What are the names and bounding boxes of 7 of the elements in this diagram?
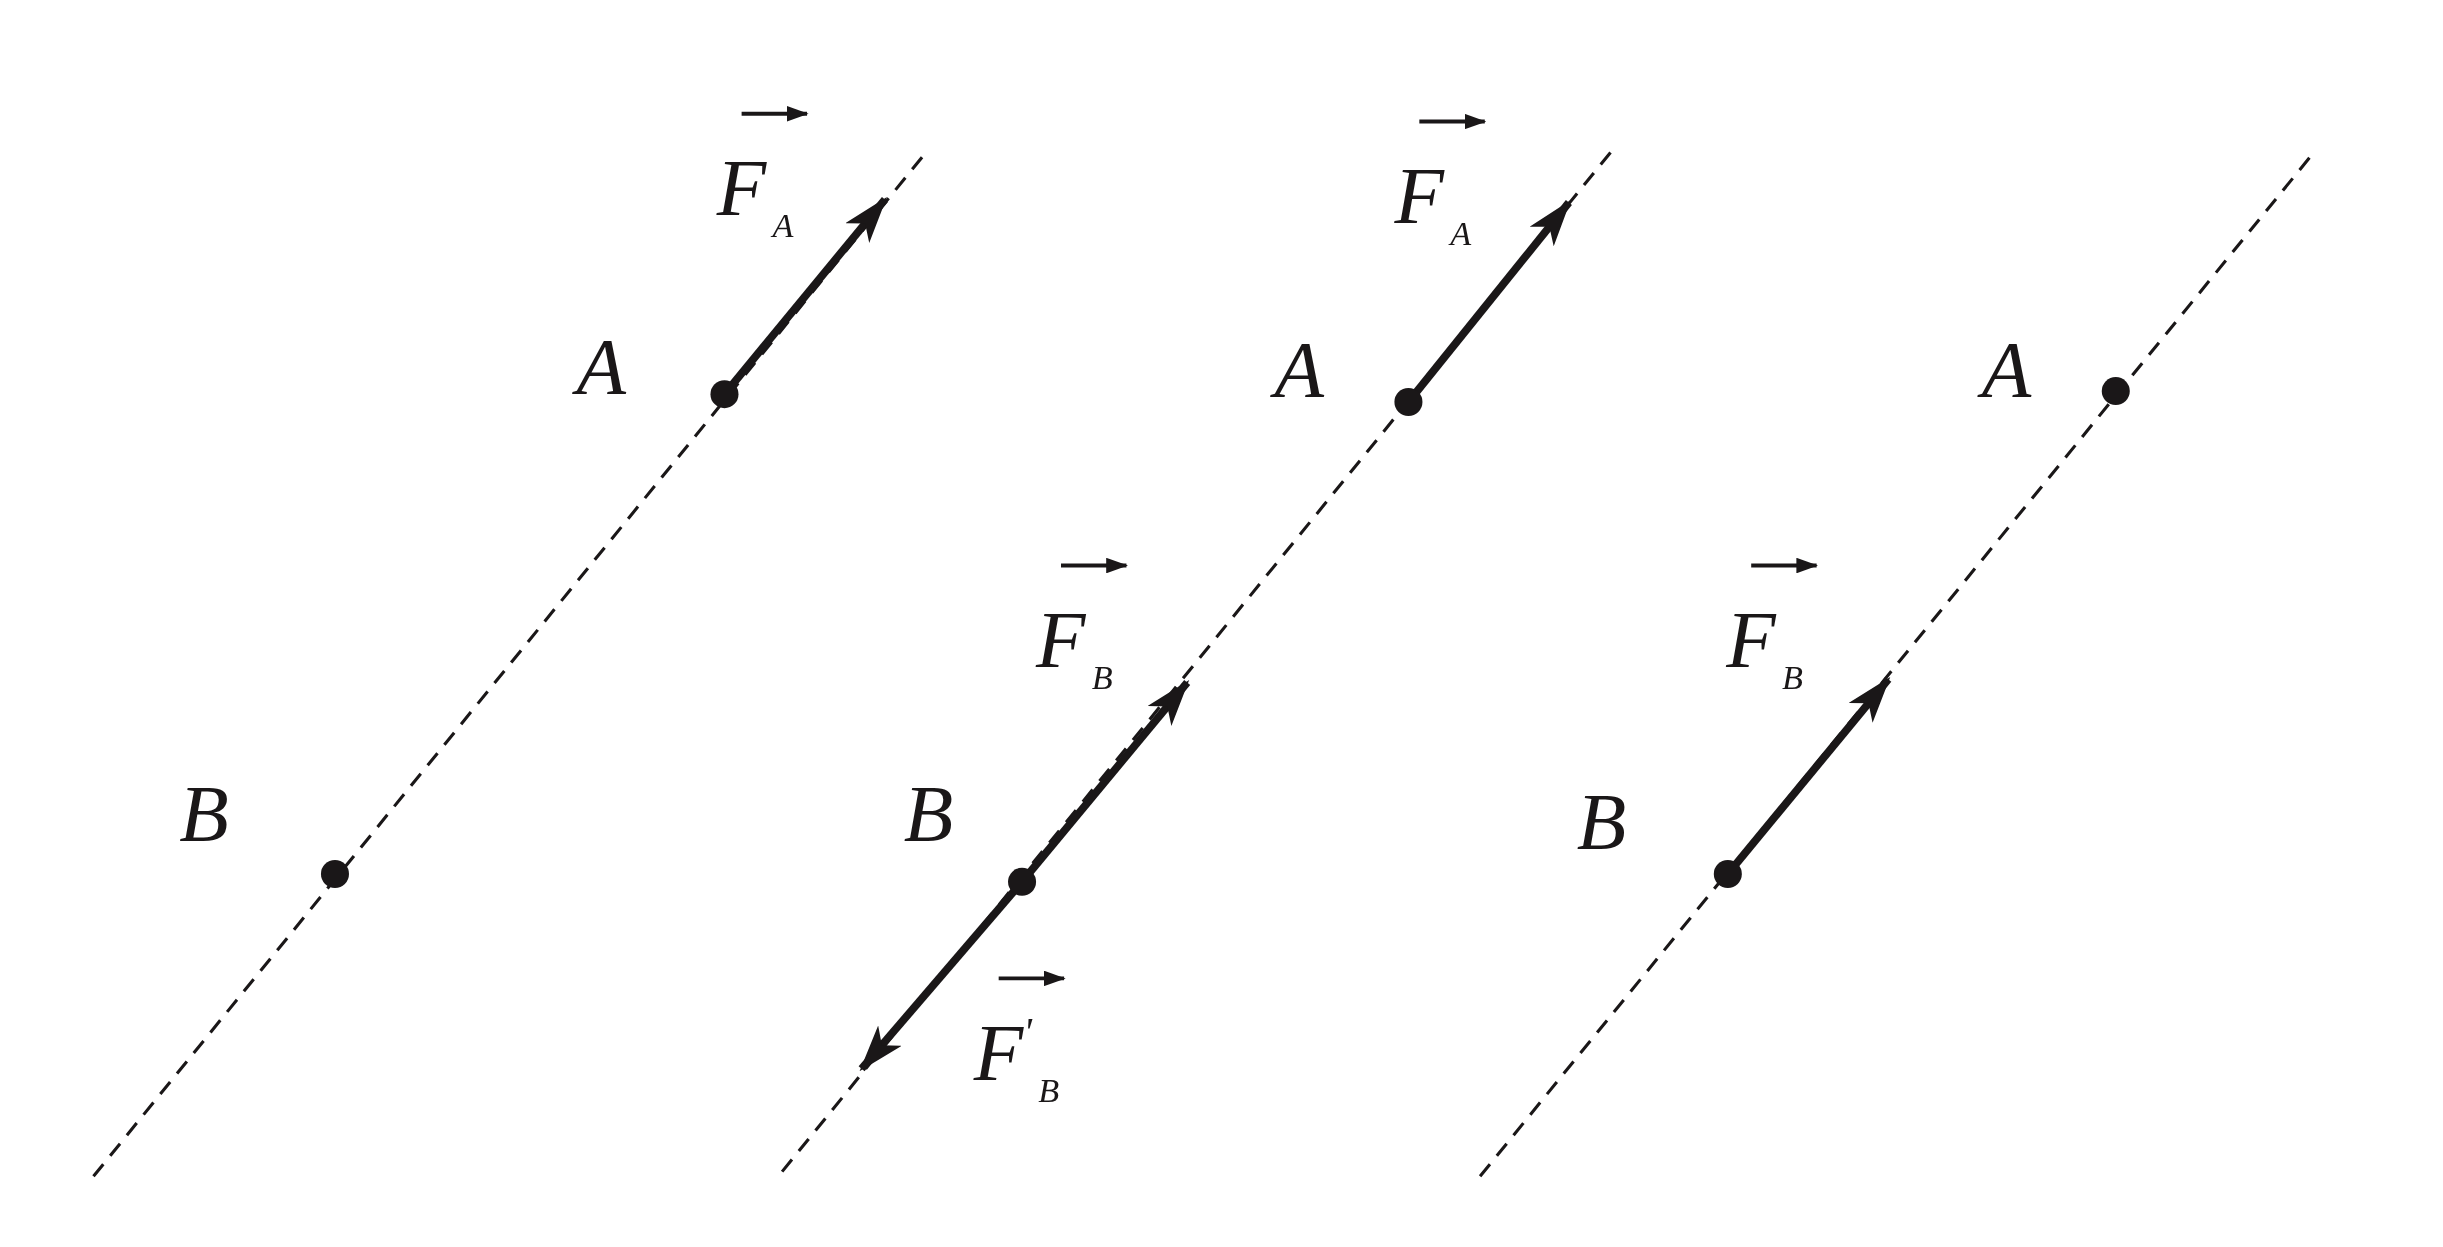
force-label: F$_{B}$ [1726, 599, 1803, 695]
force-label: F$_{A}$ [716, 148, 794, 244]
point-label: B [179, 774, 229, 856]
force-label: F$_{A}$ [1394, 155, 1472, 251]
point-label: B [903, 774, 954, 856]
point-label: B [1576, 782, 1627, 864]
force-label: F$_{B}$ [1036, 599, 1113, 695]
